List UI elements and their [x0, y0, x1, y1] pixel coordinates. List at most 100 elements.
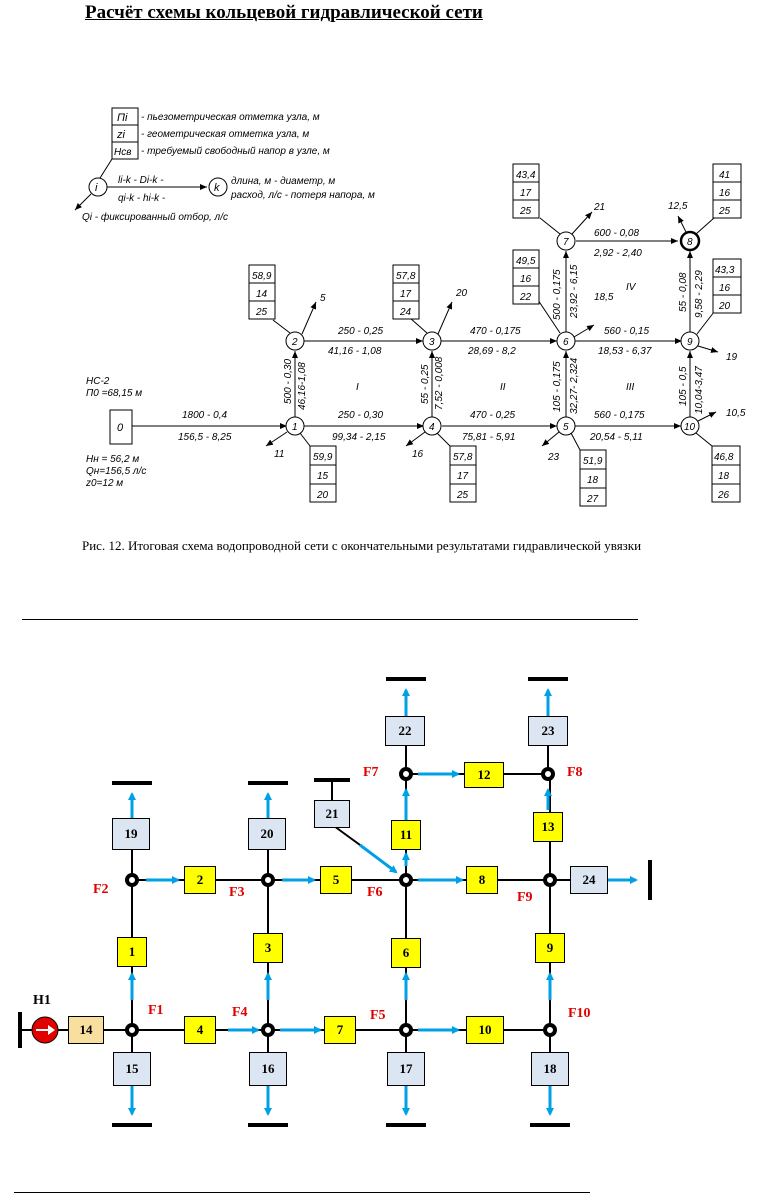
draw-6: 18,5 — [594, 292, 614, 303]
ring-4: IV — [626, 282, 637, 293]
draw-9: 19 — [726, 352, 738, 363]
label-f5: F5 — [370, 1008, 386, 1023]
pipe-8-9-a: 55 - 0,08 — [678, 272, 689, 312]
pipe-7-8-top: 600 - 0,08 — [594, 228, 639, 239]
svg-text:17: 17 — [400, 289, 412, 300]
svg-text:24: 24 — [399, 307, 412, 318]
pipe-3-4-b: 7,52 - 0,008 — [434, 356, 445, 410]
pump-qn: Qн=156,5 л/с — [86, 466, 146, 477]
pipe-5-6-b: 32,27- 2,324 — [569, 357, 580, 414]
svg-text:16: 16 — [719, 283, 731, 294]
pipe-6-7-a: 500 - 0,175 — [552, 269, 563, 320]
pipe-box-13[interactable]: 13 — [533, 812, 563, 842]
pump-label: H1 — [33, 993, 51, 1008]
pipe-box-14[interactable]: 14 — [68, 1016, 104, 1044]
pipe-3-6-bottom: 28,69 - 8,2 — [467, 346, 516, 357]
legend-text-2: - геометрическая отметка узла, м — [141, 129, 309, 140]
svg-text:18: 18 — [587, 475, 599, 486]
network-figure: Пi zi Нсв - пьезометрическая отметка узл… — [74, 107, 746, 507]
label-f2: F2 — [93, 882, 109, 897]
pipe-1-4-bottom: 99,34 - 2,15 — [332, 432, 386, 443]
node-7: 7 — [563, 237, 569, 248]
draw-10: 10,5 — [726, 408, 746, 419]
draw-7: 21 — [593, 202, 605, 213]
ring-1: I — [356, 382, 359, 393]
node-2: 2 — [291, 337, 298, 348]
pump-name: НС-2 — [86, 376, 110, 387]
pump-z0: z0=12 м — [85, 478, 123, 489]
node-box-1: 59,9 15 20 — [309, 445, 337, 503]
pipe-3-6-top: 470 - 0,175 — [470, 326, 521, 337]
consumer-box-20[interactable]: 20 — [248, 818, 286, 850]
consumer-box-15[interactable]: 15 — [113, 1052, 151, 1086]
svg-text:16: 16 — [520, 274, 532, 285]
node-box-3: 57,8 17 24 — [392, 264, 420, 320]
svg-text:17: 17 — [520, 188, 532, 199]
consumer-box-16[interactable]: 16 — [249, 1052, 287, 1086]
svg-text:25: 25 — [718, 206, 731, 217]
svg-text:15: 15 — [317, 471, 329, 482]
draw-3: 20 — [455, 288, 468, 299]
pipe-5-10-bottom: 20,54 - 5,11 — [589, 432, 643, 443]
svg-text:58,9: 58,9 — [252, 271, 272, 282]
pipe-0-1-top: 1800 - 0,4 — [182, 410, 227, 421]
node-3: 3 — [429, 337, 435, 348]
node-box-10: 46,8 18 26 — [711, 445, 741, 503]
pipe-4-5-bottom: 75,81 - 5,91 — [462, 432, 515, 443]
pipe-box-10[interactable]: 10 — [466, 1016, 504, 1044]
figure-caption: Рис. 12. Итоговая схема водопроводной се… — [82, 538, 642, 553]
svg-text:46,8: 46,8 — [714, 452, 734, 463]
pipe-4-5-top: 470 - 0,25 — [470, 410, 515, 421]
draw-1: 11 — [274, 449, 284, 460]
pipe-box-5[interactable]: 5 — [320, 866, 352, 894]
consumer-box-21[interactable]: 21 — [314, 800, 350, 828]
pipe-box-12[interactable]: 12 — [464, 762, 504, 788]
label-f3: F3 — [229, 885, 245, 900]
pipe-box-8[interactable]: 8 — [466, 866, 498, 894]
svg-text:20: 20 — [718, 301, 731, 312]
svg-text:25: 25 — [519, 206, 532, 217]
legend-text-3: - требуемый свободный напор в узле, м — [141, 145, 330, 157]
pipe-box-2[interactable]: 2 — [184, 866, 216, 894]
pipe-0-1-bottom: 156,5 - 8,25 — [178, 432, 232, 443]
svg-text:43,3: 43,3 — [715, 265, 735, 276]
node-box-5: 51,9 18 27 — [579, 449, 607, 507]
pipe-box-3[interactable]: 3 — [253, 933, 283, 963]
consumer-box-18[interactable]: 18 — [531, 1052, 569, 1086]
pipe-box-1[interactable]: 1 — [117, 937, 147, 967]
legend-edge-top: li-k - Di-k - — [118, 175, 164, 186]
pipe-5-6-a: 105 - 0,175 — [552, 361, 563, 412]
node-9: 9 — [687, 337, 693, 348]
consumer-box-24[interactable]: 24 — [570, 866, 608, 894]
pipe-2-3-bottom: 41,16 - 1,08 — [328, 346, 382, 357]
page-title: Расчёт схемы кольцевой гидравлической се… — [85, 2, 483, 23]
pipe-5-10-top: 560 - 0,175 — [594, 410, 645, 421]
consumer-box-17[interactable]: 17 — [387, 1052, 425, 1086]
svg-text:59,9: 59,9 — [313, 452, 333, 463]
node-5: 5 — [563, 422, 569, 433]
node-box-9: 43,3 16 20 — [712, 258, 742, 314]
pipe-box-6[interactable]: 6 — [391, 938, 421, 968]
label-f1: F1 — [148, 1003, 164, 1018]
svg-text:17: 17 — [457, 471, 469, 482]
pipe-box-9[interactable]: 9 — [535, 933, 565, 963]
legend-desc-top: длина, м - диаметр, м — [231, 176, 335, 187]
svg-text:25: 25 — [456, 490, 469, 501]
node-box-8: 41 16 25 — [712, 163, 742, 219]
node-box-7: 43,4 17 25 — [512, 163, 540, 219]
pipe-box-4[interactable]: 4 — [184, 1016, 216, 1044]
consumer-box-19[interactable]: 19 — [112, 818, 150, 850]
svg-text:18: 18 — [718, 471, 730, 482]
node-1: 1 — [292, 422, 298, 433]
node-6: 6 — [563, 337, 569, 348]
svg-text:20: 20 — [316, 490, 329, 501]
pipe-box-11[interactable]: 11 — [391, 820, 421, 850]
pipe-box-7[interactable]: 7 — [324, 1016, 356, 1044]
consumer-box-22[interactable]: 22 — [385, 716, 425, 746]
node-box-4: 57,8 17 25 — [449, 445, 477, 503]
node-8: 8 — [687, 237, 693, 248]
pipe-2-3-top: 250 - 0,25 — [337, 326, 383, 337]
consumer-box-23[interactable]: 23 — [528, 716, 568, 746]
legend-sym-3: Нсв — [114, 147, 131, 158]
legend-node-k: k — [214, 182, 220, 194]
